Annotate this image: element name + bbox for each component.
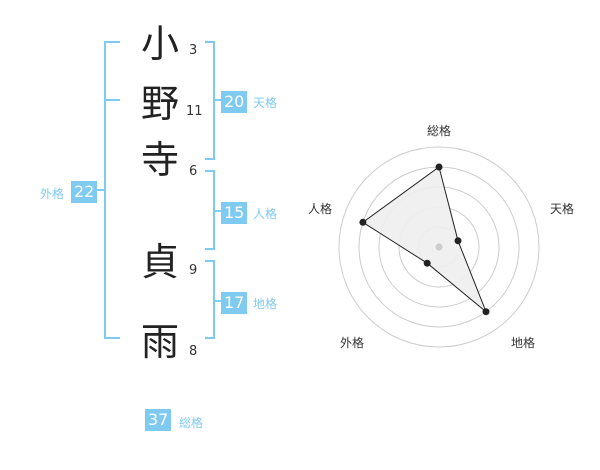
gaikaku-bracket-tick	[97, 189, 105, 191]
radar-point-2	[454, 237, 462, 245]
radar-data-area	[362, 166, 487, 313]
stroke-count-4: 9	[189, 263, 198, 278]
radar-point-4	[423, 259, 431, 267]
stroke-count-2: 11	[186, 104, 203, 119]
jinkaku-bracket	[205, 170, 215, 250]
radar-center-dot	[435, 243, 443, 251]
name-char-5: 雨	[141, 320, 180, 364]
name-char-3: 寺	[141, 138, 180, 182]
soukaku-value-badge: 37	[145, 409, 172, 431]
jinkaku-value-badge: 15	[221, 202, 248, 224]
jinkaku-label: 人格	[253, 207, 278, 221]
radar-axis-label-jinkaku: 人格	[308, 202, 333, 216]
chikaku-value-badge: 17	[221, 292, 248, 314]
radar-axis-label-gaikaku: 外格	[340, 336, 365, 350]
name-char-1: 小	[141, 22, 180, 66]
radar-point-3	[482, 308, 490, 316]
radar-axis-label-chikaku: 地格	[511, 336, 536, 350]
name-char-4: 貞	[141, 240, 180, 284]
gaikaku-value-badge: 22	[71, 181, 98, 203]
radar-point-5	[359, 218, 367, 226]
jinkaku-bracket-tick	[215, 210, 222, 212]
chikaku-bracket	[205, 260, 215, 339]
tenkaku-bracket	[205, 41, 215, 160]
stroke-count-5: 8	[189, 344, 198, 359]
chikaku-bracket-tick	[215, 300, 222, 302]
gaikaku-label: 外格	[40, 187, 65, 201]
tenkaku-bracket-tick	[215, 99, 222, 101]
stroke-count-1: 3	[189, 43, 198, 58]
tenkaku-label: 天格	[253, 96, 278, 110]
gaikaku-inner-tick	[104, 99, 120, 101]
radar-axis-label-tenkaku: 天格	[550, 202, 575, 216]
radar-point-1	[435, 163, 443, 171]
stroke-count-3: 6	[189, 164, 198, 179]
chikaku-label: 地格	[253, 297, 278, 311]
radar-axis-label-soukaku: 総格	[427, 124, 452, 138]
tenkaku-value-badge: 20	[221, 91, 248, 113]
name-char-2: 野	[141, 82, 180, 126]
radar-ring-5	[338, 146, 540, 348]
gaikaku-bracket	[104, 41, 120, 339]
soukaku-label: 総格	[179, 416, 204, 430]
